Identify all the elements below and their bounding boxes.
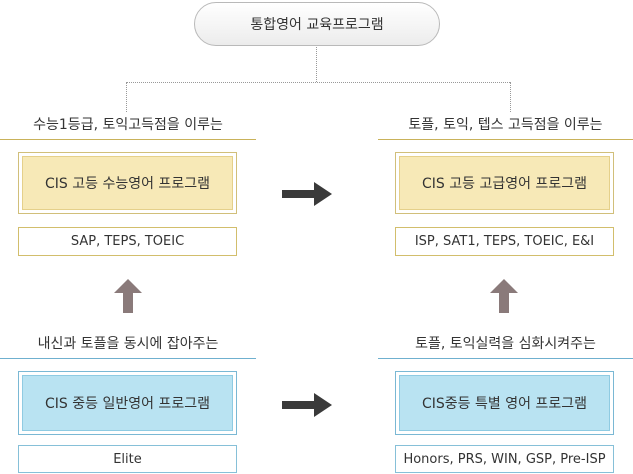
sub-box-middle-special: Honors, PRS, WIN, GSP, Pre-ISP <box>395 445 614 473</box>
sub-label: ISP, SAT1, TEPS, TOEIC, E&I <box>414 234 595 249</box>
arrow-up-icon <box>490 279 518 313</box>
program-label: CIS중등 특별 영어 프로그램 <box>422 396 587 412</box>
arrow-right-icon <box>282 182 332 206</box>
sub-label: SAP, TEPS, TOEIC <box>70 234 185 249</box>
connector-horizontal <box>126 82 510 83</box>
program-box-outline <box>395 371 614 435</box>
program-label: CIS 고등 고급영어 프로그램 <box>422 176 587 192</box>
sub-label: Elite <box>113 451 142 467</box>
arrow-right-icon <box>282 393 332 417</box>
connector-left-drop <box>126 82 127 112</box>
sub-box-middle-general: Elite <box>18 445 237 473</box>
sub-box-high-suneung: SAP, TEPS, TOEIC <box>18 227 237 256</box>
connector-right-drop <box>510 82 511 112</box>
heading-rule <box>378 358 633 359</box>
arrow-up-icon <box>114 279 142 313</box>
sub-box-high-advanced: ISP, SAT1, TEPS, TOEIC, E&I <box>395 227 614 256</box>
diagram-title: 통합영어 교육프로그램 <box>250 17 384 33</box>
program-box-outline <box>18 152 237 214</box>
program-box-high-suneung: CIS 고등 수능영어 프로그램 <box>22 156 233 210</box>
program-box-outline <box>18 371 237 435</box>
program-box-middle-special: CIS중등 특별 영어 프로그램 <box>399 375 610 431</box>
heading-high-school-advanced: 토플, 토익, 텝스 고득점을 이루는 <box>408 117 603 133</box>
heading-rule <box>0 139 256 140</box>
heading-rule <box>0 358 256 359</box>
title-pill: 통합영어 교육프로그램 <box>194 2 440 46</box>
program-box-high-advanced: CIS 고등 고급영어 프로그램 <box>399 156 610 210</box>
program-label: CIS 고등 수능영어 프로그램 <box>45 176 210 192</box>
heading-middle-school-general: 내신과 토플을 동시에 잡아주는 <box>37 336 219 352</box>
program-box-outline <box>395 152 614 214</box>
connector-vertical <box>316 47 317 82</box>
sub-label: Honors, PRS, WIN, GSP, Pre-ISP <box>403 451 606 467</box>
heading-rule <box>378 139 633 140</box>
heading-high-school-suneung: 수능1등급, 토익고득점을 이루는 <box>33 117 223 133</box>
program-label: CIS 중등 일반영어 프로그램 <box>45 396 210 412</box>
program-box-middle-general: CIS 중등 일반영어 프로그램 <box>22 375 233 431</box>
heading-middle-school-special: 토플, 토익실력을 심화시켜주는 <box>415 336 596 352</box>
